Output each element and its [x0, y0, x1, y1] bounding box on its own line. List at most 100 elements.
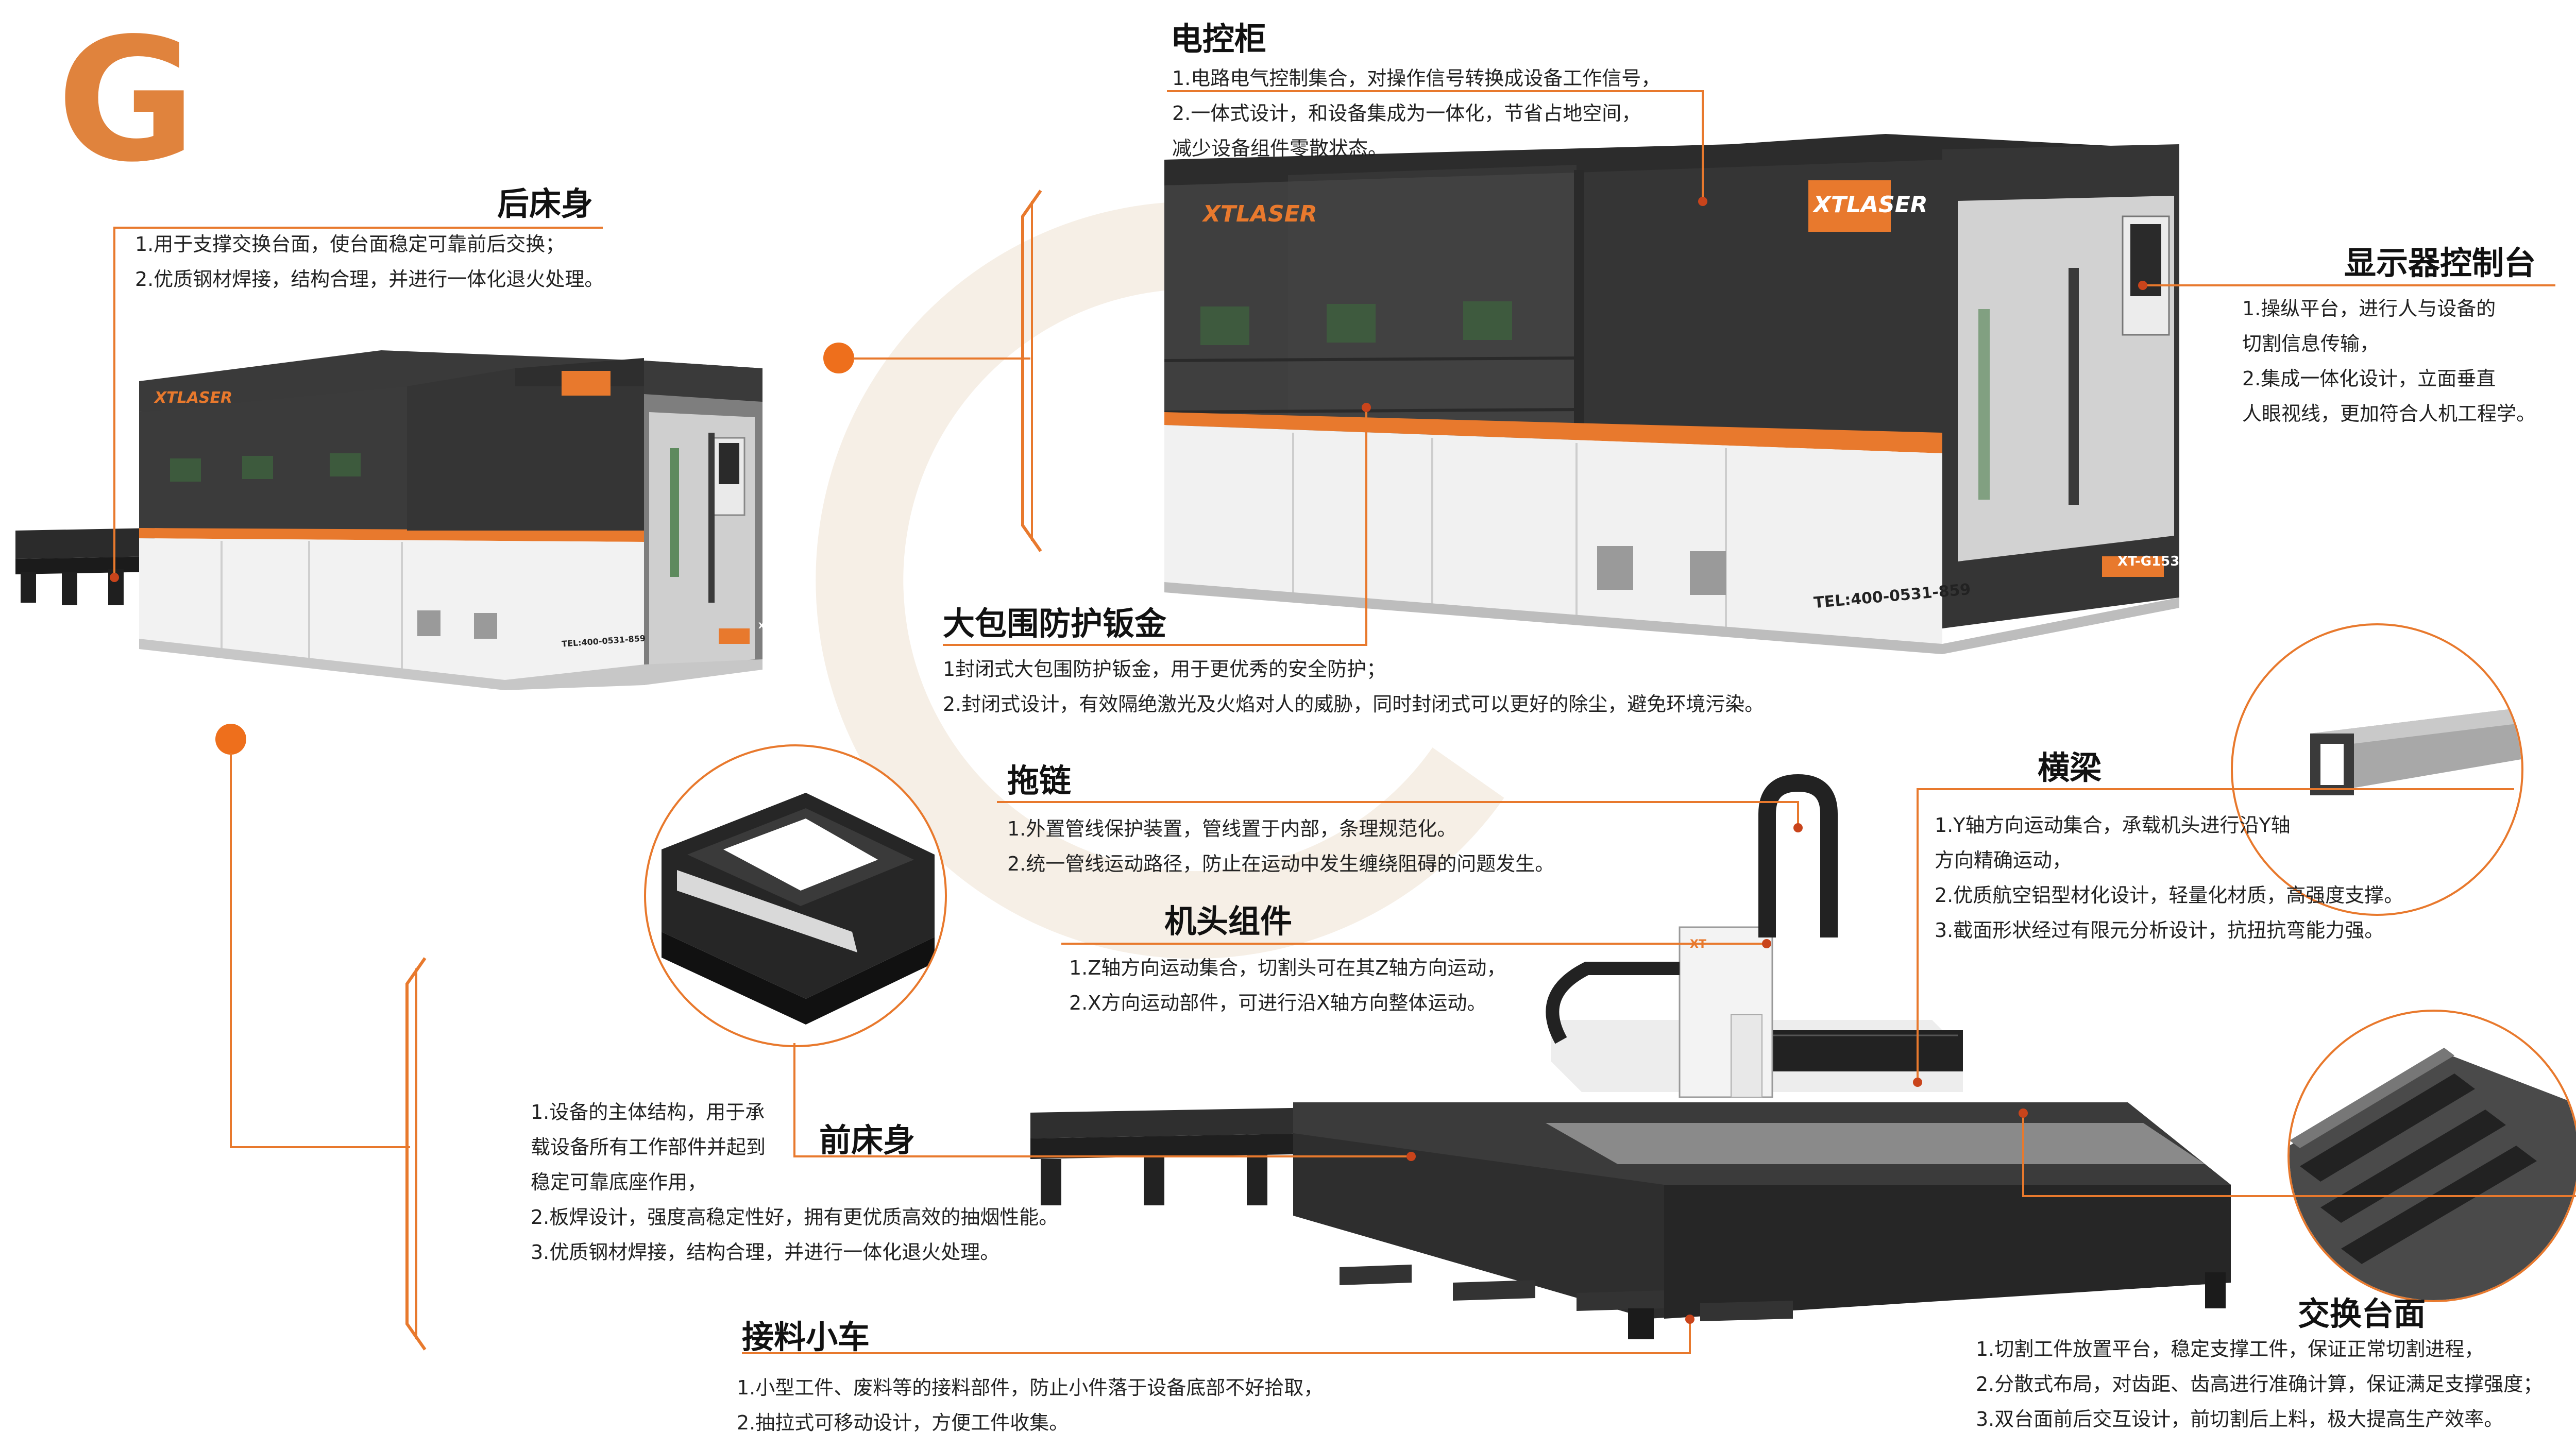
- exchange-table-detail-image: [2290, 1048, 2576, 1300]
- exchange-table-detail-circle: [2287, 1010, 2576, 1302]
- rear-bed-description: 1.用于支撑交换台面，使台面稳定可靠前后交换； 2.优质钢材焊接，结构合理，并进…: [135, 227, 604, 297]
- display-console-leader-h: [2143, 284, 2555, 286]
- rear-bed-detail-circle: [644, 744, 947, 1047]
- drag-chain-marker: [1793, 823, 1803, 832]
- control-cabinet-description: 1.电路电气控制集合，对操作信号转换成设备工作信号， 2.一体式设计，和设备集成…: [1172, 61, 1660, 166]
- front-bed-line-4: 2.板焊设计，强度高稳定性好，拥有更优质高效的抽烟性能。: [531, 1206, 1059, 1229]
- display-console-line-3: 2.集成一体化设计，立面垂直: [2242, 367, 2496, 390]
- exchange-table-line-2: 2.分散式布局，对齿距、齿高进行准确计算，保证满足支撑强度；: [1976, 1373, 2543, 1395]
- front-bed-circle-leader: [793, 1043, 795, 1156]
- exchange-table-line-1: 1.切割工件放置平台，稳定支撑工件，保证正常切割进程，: [1976, 1338, 2484, 1360]
- beam-line-3: 2.优质航空铝型材化设计，轻量化材质，高强度支撑。: [1935, 884, 2404, 907]
- rear-bed-leader-h: [113, 227, 603, 229]
- beam-leader-v: [1917, 788, 1919, 1082]
- beam-title: 横梁: [2038, 749, 2102, 787]
- front-bed-line-1: 1.设备的主体结构，用于承: [531, 1101, 765, 1123]
- enclosure-marker: [1362, 403, 1371, 412]
- display-console-line-2: 切割信息传输，: [2242, 332, 2380, 355]
- drag-chain-line-2: 2.统一管线运动路径，防止在运动中发生缠绕阻碍的问题发生。: [1007, 853, 1555, 875]
- front-bed-title: 前床身: [819, 1121, 916, 1159]
- rear-bed-line-1: 1.用于支撑交换台面，使台面稳定可靠前后交换；: [135, 233, 565, 255]
- control-cabinet-marker: [1698, 197, 1707, 206]
- machine-cabinet-image: [1164, 134, 2179, 654]
- display-console-title: 显示器控制台: [2344, 244, 2536, 282]
- bottom-section-trunk-h: [230, 1146, 410, 1148]
- exchange-table-marker: [2019, 1109, 2028, 1118]
- enclosure-line-1: 1封闭式大包围防护钣金，用于更优秀的安全防护；: [943, 658, 1386, 680]
- beam-line-2: 方向精确运动，: [1935, 849, 2072, 872]
- enclosure-line-2: 2.封闭式设计，有效隔绝激光及火焰对人的威胁，同时封闭式可以更好的除尘，避免环境…: [943, 693, 1765, 715]
- head-marker: [1762, 939, 1771, 948]
- enclosure-leader-v: [1365, 407, 1367, 644]
- cart-title: 接料小车: [742, 1318, 870, 1356]
- enclosure-leader-h: [943, 644, 1367, 646]
- drag-chain-leader-v: [1797, 801, 1799, 827]
- small-machine-model: XT-G1530: [758, 621, 803, 630]
- enclosure-title: 大包围防护钣金: [943, 605, 1167, 642]
- exchange-table-leader-h: [2022, 1195, 2576, 1197]
- control-cabinet-line-2: 2.一体式设计，和设备集成为一体化，节省占地空间，: [1172, 102, 1641, 125]
- control-cabinet-line-1: 1.电路电气控制集合，对操作信号转换成设备工作信号，: [1172, 67, 1661, 90]
- beam-detail-circle: [2231, 623, 2523, 916]
- front-bed-line-2: 载设备所有工作部件并起到: [531, 1136, 766, 1158]
- rear-bed-line-2: 2.优质钢材焊接，结构合理，并进行一体化退火处理。: [135, 268, 604, 291]
- display-console-line-1: 1.操纵平台，进行人与设备的: [2242, 297, 2496, 320]
- exchange-table-title: 交换台面: [2298, 1295, 2426, 1333]
- cart-line-1: 1.小型工件、废料等的接料部件，防止小件落于设备底部不好拾取，: [737, 1376, 1324, 1399]
- top-section-node-link: [853, 357, 1030, 360]
- control-cabinet-line-3: 减少设备组件零散状态。: [1172, 137, 1388, 160]
- beam-detail-image: [2310, 708, 2521, 795]
- head-leader-h: [1061, 943, 1767, 945]
- machine-overview-image: [15, 350, 762, 690]
- front-bed-leader-h: [793, 1155, 1412, 1157]
- control-cabinet-title: 电控柜: [1171, 20, 1267, 58]
- display-console-description: 1.操纵平台，进行人与设备的 切割信息传输， 2.集成一体化设计，立面垂直 人眼…: [2242, 291, 2536, 431]
- control-cabinet-leader-h: [1167, 90, 1703, 92]
- drag-chain-line-1: 1.外置管线保护装置，管线置于内部，条理规范化。: [1007, 817, 1457, 840]
- exchange-table-line-3: 3.双台面前后交互设计，前切割后上料，极大提高生产效率。: [1976, 1408, 2504, 1430]
- beam-leader-h: [1917, 788, 2514, 790]
- beam-line-1: 1.Y轴方向运动集合，承载机头进行沿Y轴: [1935, 814, 2291, 837]
- cart-description: 1.小型工件、废料等的接料部件，防止小件落于设备底部不好拾取， 2.抽拉式可移动…: [737, 1370, 1323, 1440]
- drag-chain-title: 拖链: [1007, 762, 1072, 799]
- small-machine-logo: XTLASER: [155, 389, 233, 407]
- drag-chain-description: 1.外置管线保护装置，管线置于内部，条理规范化。 2.统一管线运动路径，防止在运…: [1007, 811, 1554, 881]
- rear-bed-detail-image: [662, 793, 935, 1025]
- head-line-2: 2.X方向运动部件，可进行沿X轴方向整体运动。: [1069, 992, 1487, 1014]
- cutting-table-image: XT: [1030, 774, 2231, 1339]
- head-line-1: 1.Z轴方向运动集合，切割头可在其Z轴方向运动，: [1069, 957, 1506, 979]
- display-console-marker: [2138, 281, 2147, 290]
- front-bed-line-3: 稳定可靠底座作用，: [531, 1171, 707, 1194]
- top-section-bracket: [1021, 190, 1042, 552]
- front-bed-marker: [1406, 1152, 1416, 1161]
- enclosure-description: 1封闭式大包围防护钣金，用于更优秀的安全防护； 2.封闭式设计，有效隔绝激光及火…: [943, 652, 1764, 722]
- beam-line-4: 3.截面形状经过有限元分析设计，抗扭抗弯能力强。: [1935, 919, 2384, 942]
- control-cabinet-leader-v: [1702, 90, 1704, 201]
- beam-marker: [1913, 1078, 1922, 1087]
- front-bed-description: 1.设备的主体结构，用于承 载设备所有工作部件并起到 稳定可靠底座作用， 2.板…: [531, 1095, 1058, 1270]
- large-machine-logo-right: XTLASER: [1814, 192, 1928, 218]
- rear-bed-title: 后床身: [497, 185, 594, 223]
- background-watermark: [816, 201, 1504, 959]
- drag-chain-leader-h: [997, 801, 1798, 803]
- cart-leader-v: [1689, 1319, 1691, 1354]
- display-console-line-4: 人眼视线，更加符合人机工程学。: [2242, 402, 2536, 425]
- large-machine-logo-left: XTLASER: [1203, 201, 1317, 227]
- rear-bed-leader-v: [113, 227, 115, 577]
- bottom-section-node: [215, 724, 246, 755]
- section-letter: G: [57, 2, 196, 199]
- exchange-table-leader-v: [2022, 1113, 2024, 1195]
- head-description: 1.Z轴方向运动集合，切割头可在其Z轴方向运动， 2.X方向运动部件，可进行沿X…: [1069, 950, 1506, 1020]
- top-section-node: [823, 343, 854, 373]
- front-bed-line-5: 3.优质钢材焊接，结构合理，并进行一体化退火处理。: [531, 1241, 1000, 1264]
- head-title: 机头组件: [1164, 902, 1293, 940]
- cart-marker: [1685, 1315, 1694, 1324]
- beam-description: 1.Y轴方向运动集合，承载机头进行沿Y轴 方向精确运动， 2.优质航空铝型材化设…: [1935, 808, 2403, 948]
- bottom-section-trunk: [230, 753, 232, 1147]
- cart-line-2: 2.抽拉式可移动设计，方便工件收集。: [737, 1411, 1069, 1434]
- bottom-section-bracket: [405, 957, 427, 1351]
- cart-leader-h: [742, 1352, 1690, 1354]
- large-machine-model: XT-G1530: [2117, 554, 2189, 569]
- exchange-table-description: 1.切割工件放置平台，稳定支撑工件，保证正常切割进程， 2.分散式布局，对齿距、…: [1976, 1332, 2543, 1437]
- rear-bed-marker: [110, 573, 119, 582]
